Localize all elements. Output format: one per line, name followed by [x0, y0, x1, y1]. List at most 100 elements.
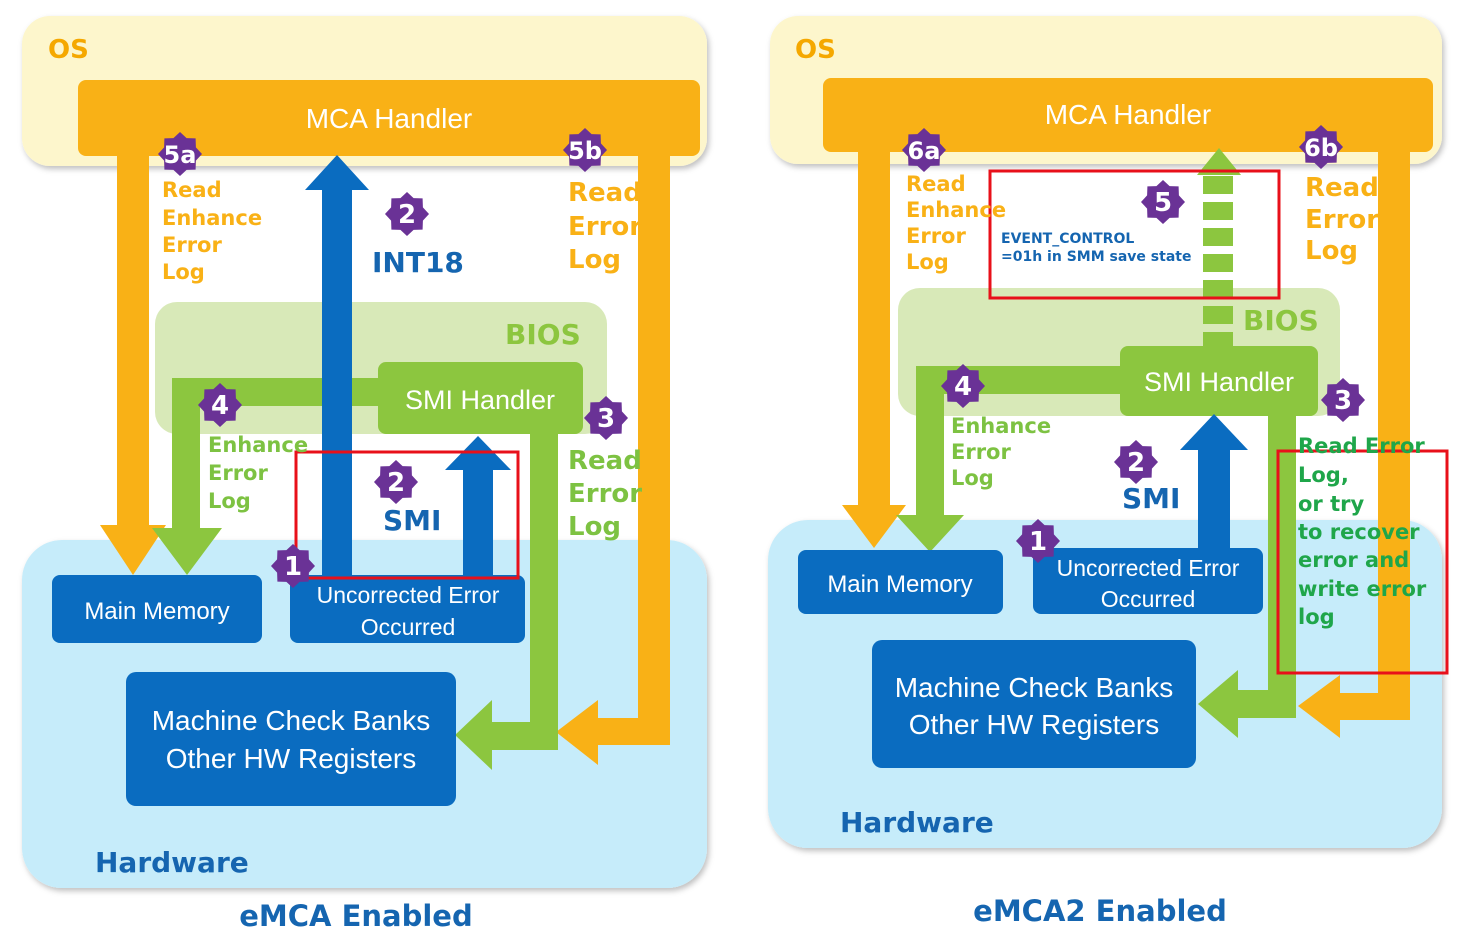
left-os-label: OS — [48, 35, 89, 65]
right-main-memory-box — [798, 550, 1003, 614]
left-diagram: OS Hardware BIOS MCA Handler — [22, 16, 707, 933]
svg-text:=01h in SMM save state: =01h in SMM save state — [1001, 249, 1191, 265]
right-main-memory-label: Main Memory — [827, 571, 972, 598]
right-highlight-event-control — [988, 169, 1281, 300]
svg-text:2: 2 — [387, 468, 405, 498]
left-blue-arrow-smi — [445, 436, 511, 580]
svg-text:5: 5 — [1154, 188, 1172, 218]
left-smi-handler-box — [378, 362, 583, 434]
svg-text:Error: Error — [162, 233, 222, 257]
svg-text:2: 2 — [1127, 448, 1145, 478]
right-green-dashed-arrow-5 — [1197, 148, 1241, 348]
right-blue-arrow-smi — [1180, 414, 1248, 560]
right-uncorrected-error-line1: Uncorrected Error — [1057, 555, 1240, 581]
right-mca-handler-label: MCA Handler — [1045, 99, 1212, 130]
left-step-badge-4: 4 — [198, 383, 242, 427]
svg-text:error and: error and — [1298, 548, 1409, 572]
svg-text:Enhance: Enhance — [208, 433, 308, 457]
right-label-3: Read Error Log, or try to recover error … — [1298, 434, 1427, 629]
left-uncorrected-error-line2: Occurred — [361, 614, 456, 640]
svg-text:Log: Log — [951, 466, 994, 490]
svg-text:EVENT_CONTROL: EVENT_CONTROL — [1001, 231, 1134, 247]
right-hardware-label: Hardware — [840, 806, 994, 839]
svg-text:Enhance: Enhance — [906, 198, 1006, 222]
left-mca-handler-box — [78, 80, 700, 156]
svg-text:3: 3 — [1334, 386, 1352, 416]
svg-text:Error: Error — [208, 461, 268, 485]
left-bios-label: BIOS — [505, 318, 581, 351]
svg-text:Read: Read — [568, 446, 642, 476]
right-label-4: Enhance Error Log — [951, 414, 1051, 490]
svg-text:log: log — [1298, 605, 1335, 629]
svg-text:Log: Log — [1305, 236, 1358, 266]
right-label-6b: Read Error Log — [1305, 173, 1379, 266]
svg-text:Log: Log — [162, 260, 205, 284]
svg-text:Log,: Log, — [1298, 463, 1349, 487]
right-step-badge-6b: 6b — [1299, 125, 1343, 169]
svg-text:4: 4 — [211, 391, 229, 421]
right-smi-handler-label: SMI Handler — [1144, 367, 1294, 397]
svg-text:5a: 5a — [164, 141, 197, 169]
right-label-6a: Read Enhance Error Log — [906, 172, 1006, 274]
svg-text:6b: 6b — [1304, 134, 1338, 162]
right-orange-arrow-6b — [1298, 140, 1410, 738]
svg-text:Log: Log — [208, 489, 251, 513]
right-uncorrected-error-box — [1033, 548, 1263, 614]
left-step-badge-1: 1 — [271, 544, 315, 588]
svg-text:or try: or try — [1298, 492, 1364, 516]
svg-text:write error: write error — [1298, 577, 1427, 601]
left-step-badge-5b: 5b — [563, 128, 607, 172]
svg-text:Log: Log — [568, 512, 621, 542]
right-mca-handler-box — [823, 78, 1433, 152]
svg-text:Read: Read — [568, 178, 642, 208]
svg-text:Read Error: Read Error — [1298, 434, 1425, 458]
left-machine-check-banks-box — [126, 672, 456, 806]
right-mcb-line1: Machine Check Banks — [895, 672, 1174, 703]
left-label-smi: SMI — [383, 504, 441, 537]
right-orange-arrow-6a — [842, 140, 906, 548]
svg-text:1: 1 — [1029, 527, 1047, 557]
left-step-badge-5a: 5a — [158, 132, 202, 176]
left-step-badge-2-int18: 2 — [385, 192, 429, 236]
svg-text:Enhance: Enhance — [162, 206, 262, 230]
right-bios-label: BIOS — [1243, 304, 1319, 337]
right-mcb-line2: Other HW Registers — [909, 709, 1160, 740]
svg-text:to recover: to recover — [1298, 520, 1420, 544]
right-green-arrow-3 — [1198, 405, 1296, 738]
right-smi-handler-box — [1120, 346, 1318, 416]
right-uncorrected-error-line2: Occurred — [1101, 586, 1196, 612]
left-caption: eMCA Enabled — [239, 899, 473, 933]
left-uncorrected-error-line1: Uncorrected Error — [317, 582, 500, 608]
left-main-memory-box — [52, 575, 262, 643]
right-os-label: OS — [795, 35, 836, 65]
svg-text:Error: Error — [568, 212, 642, 242]
right-step-badge-1: 1 — [1016, 519, 1060, 563]
svg-text:3: 3 — [597, 404, 615, 434]
left-label-5b: Read Error Log — [568, 178, 642, 275]
svg-text:Error: Error — [568, 479, 642, 509]
right-step-badge-2: 2 — [1114, 440, 1158, 484]
svg-text:Log: Log — [906, 250, 949, 274]
svg-text:Read: Read — [1305, 173, 1379, 203]
left-blue-arrow-int18 — [305, 155, 369, 578]
left-mca-handler-label: MCA Handler — [306, 103, 473, 134]
right-label-smi: SMI — [1122, 482, 1180, 515]
left-green-arrow-3 — [455, 420, 558, 770]
svg-text:Error: Error — [951, 440, 1011, 464]
left-hardware-label: Hardware — [95, 846, 249, 879]
left-mcb-line2: Other HW Registers — [166, 743, 417, 774]
svg-text:Error: Error — [906, 224, 966, 248]
svg-text:1: 1 — [284, 552, 302, 582]
right-label-5: EVENT_CONTROL =01h in SMM save state — [1001, 231, 1191, 265]
svg-text:Enhance: Enhance — [951, 414, 1051, 438]
svg-text:Error: Error — [1305, 205, 1379, 235]
left-label-4: Enhance Error Log — [208, 433, 308, 513]
left-uncorrected-error-box — [290, 575, 525, 643]
left-mcb-line1: Machine Check Banks — [152, 705, 431, 736]
left-smi-handler-label: SMI Handler — [405, 385, 555, 415]
right-step-badge-6a: 6a — [902, 128, 946, 172]
right-highlight-recover — [1276, 449, 1449, 675]
right-step-badge-5: 5 — [1141, 180, 1185, 224]
left-label-5a: Read Enhance Error Log — [162, 178, 262, 284]
